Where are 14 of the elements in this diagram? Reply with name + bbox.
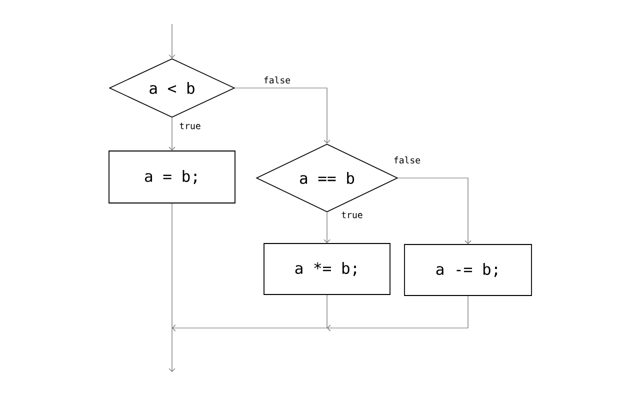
arrow — [324, 212, 330, 244]
arrow — [398, 178, 472, 244]
arrow — [327, 296, 468, 332]
edge-label: true — [178, 122, 202, 130]
arrow — [168, 24, 176, 58]
edge-label: true — [340, 210, 364, 220]
process-box: a -= b; — [404, 244, 532, 296]
process-box: a = b; — [108, 150, 236, 204]
arrow — [234, 88, 330, 144]
arrow — [168, 117, 176, 151]
edge-label: false — [262, 76, 292, 84]
arrow — [168, 203, 176, 372]
process-box: a *= b; — [264, 243, 390, 295]
arrow — [172, 294, 328, 332]
